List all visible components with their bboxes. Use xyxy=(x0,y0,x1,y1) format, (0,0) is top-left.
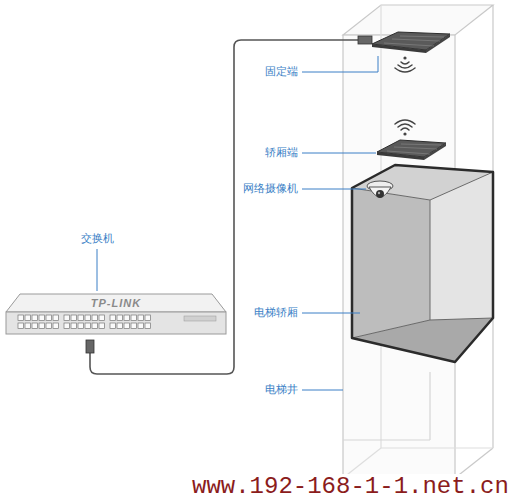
switch-port xyxy=(110,323,116,329)
wifi-symbol xyxy=(395,120,415,136)
switch-port xyxy=(18,323,24,329)
leader-line xyxy=(97,249,98,291)
switch-port xyxy=(145,323,151,329)
brand-text: TP-LINK xyxy=(91,296,141,310)
switch-port xyxy=(71,323,77,329)
leader-line xyxy=(302,153,376,154)
callout-label: 轿厢端 xyxy=(265,146,298,160)
switch-device xyxy=(6,294,226,334)
switch-port xyxy=(138,323,144,329)
switch-port xyxy=(71,315,77,321)
switch-port xyxy=(18,315,24,321)
switch-port xyxy=(131,323,137,329)
callout-label: 交换机 xyxy=(81,232,114,246)
switch-port xyxy=(85,323,91,329)
switch-port xyxy=(25,323,31,329)
callout-label: 电梯井 xyxy=(265,383,298,397)
switch-port xyxy=(53,323,59,329)
leader-line xyxy=(302,313,360,314)
switch-port xyxy=(39,315,45,321)
switch-port xyxy=(64,323,70,329)
switch-port xyxy=(64,315,70,321)
callout-label: 电梯轿厢 xyxy=(254,306,298,320)
elevator-shaft xyxy=(343,5,493,478)
switch-port xyxy=(92,323,98,329)
watermark: www.192-168-1-1.net.cn xyxy=(190,474,511,500)
switch-port xyxy=(32,315,38,321)
callout-label: 固定端 xyxy=(265,65,298,79)
switch-port xyxy=(46,315,52,321)
switch-port xyxy=(117,323,123,329)
camera-symbol xyxy=(367,181,393,198)
leader-line xyxy=(302,56,378,72)
callout-label: 网络摄像机 xyxy=(243,182,298,196)
cable-plug xyxy=(86,340,94,353)
switch-port xyxy=(39,323,45,329)
wifi-symbol xyxy=(395,56,415,72)
leader-line xyxy=(302,189,366,190)
switch-port xyxy=(99,323,105,329)
switch-port xyxy=(110,315,116,321)
switch-port xyxy=(25,315,31,321)
switch-port xyxy=(78,315,84,321)
switch-port xyxy=(53,315,59,321)
switch-port xyxy=(99,315,105,321)
switch-port xyxy=(124,323,130,329)
switch-port xyxy=(78,323,84,329)
switch-port xyxy=(46,323,52,329)
switch-port xyxy=(124,315,130,321)
cable-plug xyxy=(358,36,372,44)
switch-port xyxy=(85,315,91,321)
fixed-end-device xyxy=(372,32,450,53)
switch-port xyxy=(32,323,38,329)
switch-port xyxy=(145,315,151,321)
switch-port xyxy=(117,315,123,321)
leader-line xyxy=(302,390,343,391)
elevator-car xyxy=(352,165,493,362)
switch-port xyxy=(92,315,98,321)
switch-port xyxy=(138,315,144,321)
switch-port xyxy=(131,315,137,321)
car-end-device xyxy=(377,140,446,160)
